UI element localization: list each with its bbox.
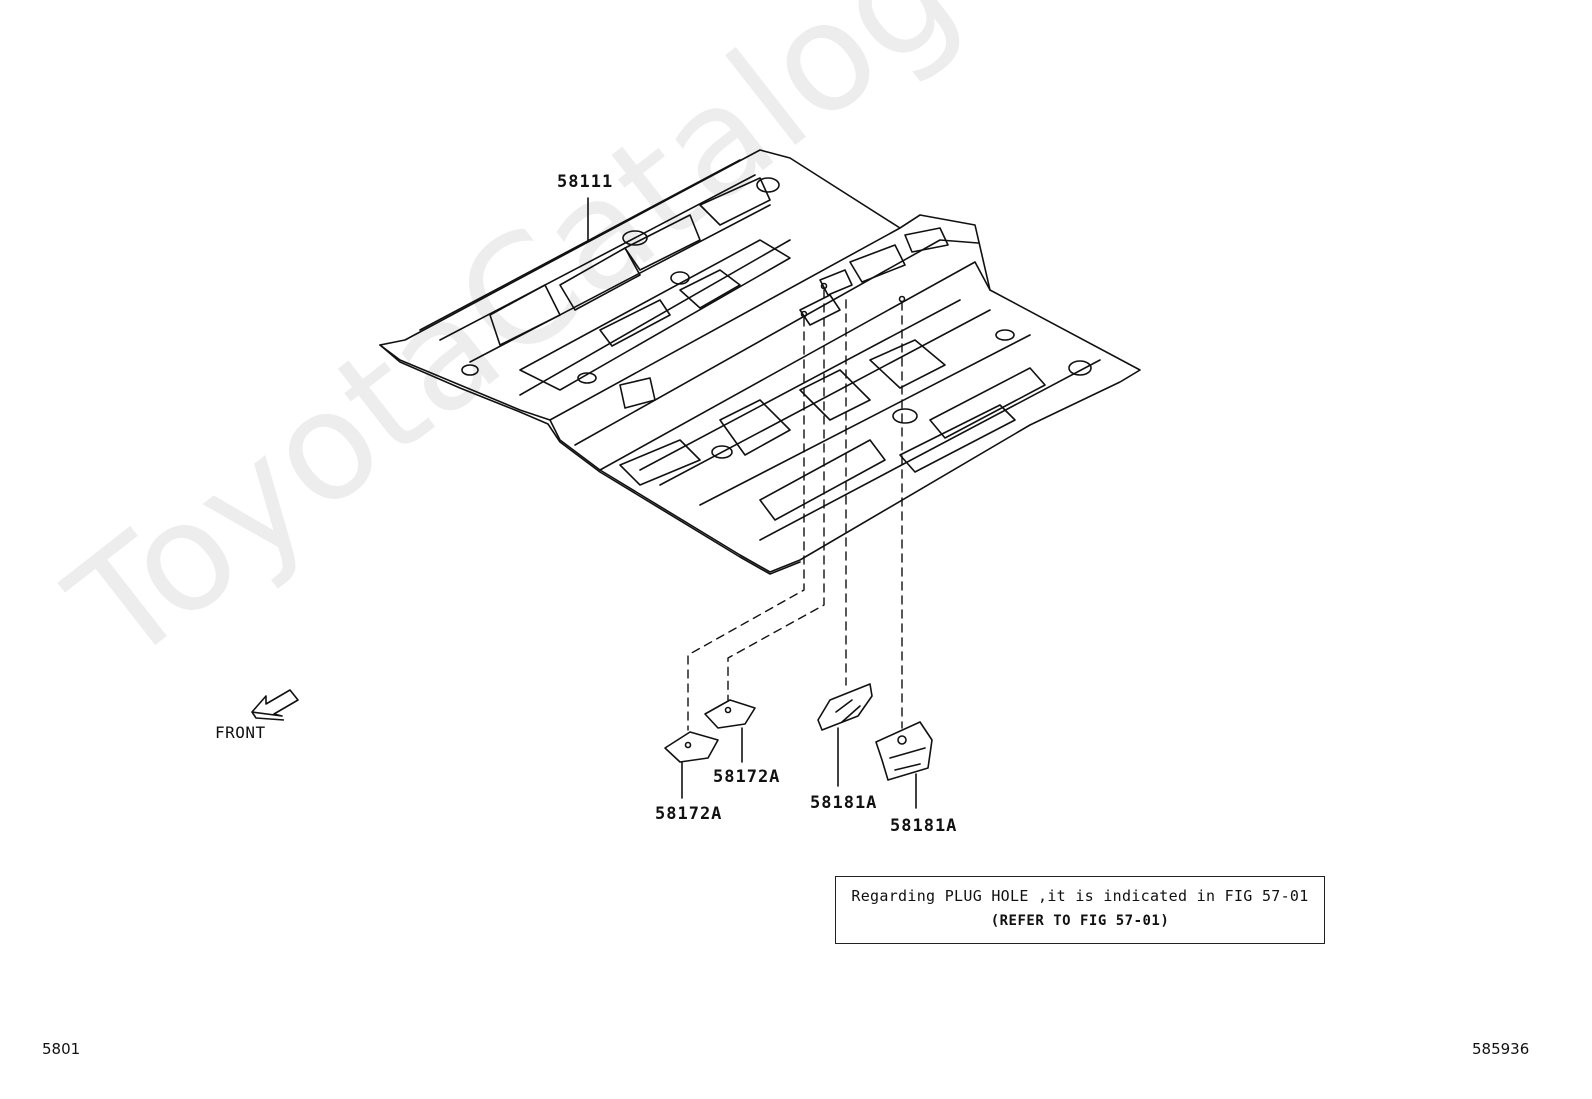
bracket-left-shape: [817, 683, 873, 731]
floor-pan-front-lip: [379, 344, 801, 575]
floor-pan-outline: [379, 149, 1141, 573]
front-arrow-icon: [251, 689, 299, 721]
footer-right-code: 585936: [1472, 1040, 1530, 1058]
part-label-floor-pan: 58111: [557, 172, 614, 192]
part-label-plug-left: 58172A: [655, 804, 723, 824]
note-line-1: Regarding PLUG HOLE ,it is indicated in …: [851, 887, 1309, 905]
front-label: FRONT: [215, 723, 266, 742]
plug-right-shape: [704, 699, 756, 729]
part-label-bracket-left: 58181A: [810, 793, 878, 813]
tunnel-left-edge: [549, 214, 921, 421]
note-line-2: (REFER TO FIG 57-01): [990, 913, 1170, 929]
tunnel-right-edge: [599, 261, 991, 471]
tunnel-top: [574, 239, 979, 446]
bracket-right-shape: [875, 721, 933, 781]
part-label-bracket-right: 58181A: [890, 816, 958, 836]
plug-left-shape: [664, 731, 719, 763]
part-label-plug-right: 58172A: [713, 767, 781, 787]
footer-left-code: 5801: [42, 1040, 81, 1058]
note-box: Regarding PLUG HOLE ,it is indicated in …: [835, 876, 1325, 944]
